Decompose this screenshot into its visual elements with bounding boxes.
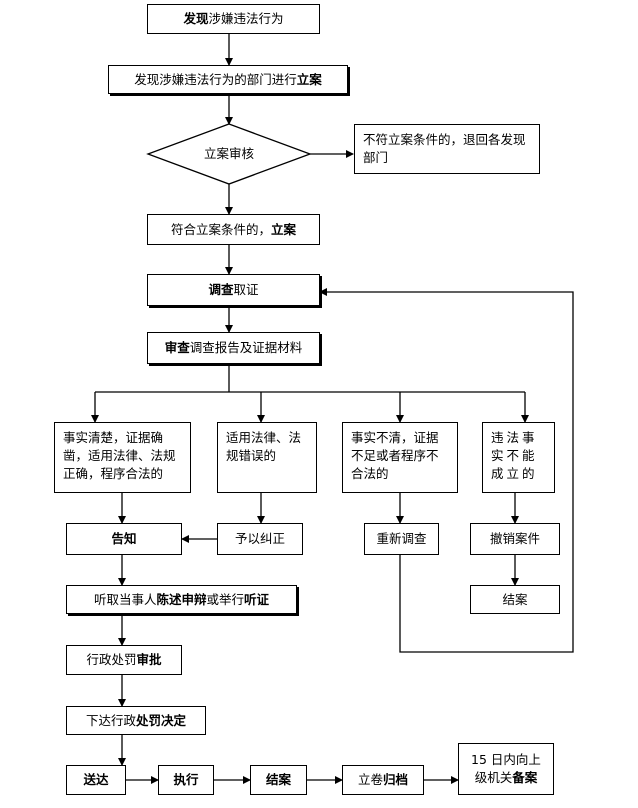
close-withdrawn-case-box: 结案 — [470, 585, 560, 614]
approval-box: 行政处罚审批 — [66, 645, 182, 675]
withdraw-case-box: 撤销案件 — [470, 523, 560, 555]
text-segment: 下达行政 — [85, 712, 136, 728]
text-segment: 或举行 — [206, 591, 245, 607]
branch-facts-unclear-box: 事实不清，证据不足或者程序不合法的 — [342, 422, 458, 493]
execute-box: 执行 — [158, 765, 214, 795]
register-case-box: 发现涉嫌违法行为的部门进行立案 — [108, 65, 348, 94]
branch-facts-clear-box: 事实清楚，证据确凿，适用法律、法规正确，程序合法的 — [54, 422, 191, 493]
text-segment: 立卷 — [357, 772, 383, 787]
text-segment: 取证 — [233, 282, 259, 297]
text-segment: 备案 — [512, 770, 538, 785]
text-segment: 审查 — [164, 340, 190, 355]
text-segment: 立案 — [271, 221, 297, 237]
text-segment: 符合立案条件的， — [170, 221, 271, 237]
investigate-evidence-box: 调查取证 — [147, 274, 320, 306]
reinvestigate-box: 重新调查 — [364, 523, 439, 555]
branch-law-error-box: 适用法律、法规错误的 — [217, 422, 317, 493]
discover-violation-box: 发现涉嫌违法行为 — [147, 4, 320, 34]
text-segment: 调查 — [208, 282, 234, 297]
branch-not-established-box: 违法事实不能成立的 — [482, 422, 555, 493]
notify-box: 告知 — [66, 523, 182, 555]
text-segment: 立案 — [296, 71, 322, 87]
deliver-box: 送达 — [66, 765, 126, 795]
text-segment: 听取当事人 — [93, 591, 157, 607]
review-decision-diamond — [146, 123, 312, 185]
archive-box: 立卷归档 — [342, 765, 424, 795]
decision-box: 下达行政处罚决定 — [66, 706, 206, 735]
text-segment: 立案 — [203, 146, 229, 161]
text-segment: 涉嫌违法行为 — [208, 11, 284, 26]
accept-case-box: 符合立案条件的，立案 — [147, 214, 320, 245]
text-segment: 听证 — [244, 591, 270, 607]
text-segment: 陈述申辩 — [156, 591, 207, 607]
text-segment: 发现 — [183, 11, 209, 26]
text-segment: 审批 — [136, 652, 162, 667]
hearing-box: 听取当事人陈述申辩或举行听证 — [66, 585, 297, 614]
close-case-box: 结案 — [250, 765, 307, 795]
text-segment: 审核 — [229, 146, 255, 161]
review-diamond-label: 立案审核 — [180, 145, 278, 163]
text-segment: 归档 — [383, 772, 409, 787]
text-segment: 发现涉嫌违法行为的部门进行 — [134, 71, 297, 87]
correct-box: 予以纠正 — [217, 523, 303, 555]
loop-reinvestigate-to-investigate — [319, 288, 574, 653]
text-segment: 行政处罚 — [86, 652, 137, 667]
text-segment: 15 日内向上级机关 — [471, 752, 541, 785]
examine-report-box: 审查调查报告及证据材料 — [147, 332, 320, 364]
text-segment: 处罚决定 — [136, 712, 187, 728]
text-segment: 调查报告及证据材料 — [189, 340, 303, 355]
report-filing-box: 15 日内向上级机关备案 — [458, 743, 554, 795]
reject-return-box: 不符立案条件的，退回各发现部门 — [354, 124, 540, 174]
